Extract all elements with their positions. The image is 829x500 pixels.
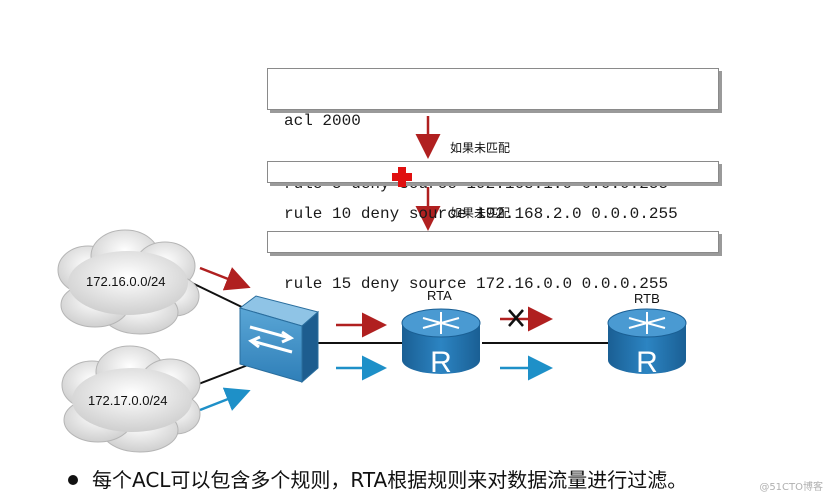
device-label-rtb: RTB [634, 291, 660, 306]
router-letter: R [636, 346, 658, 379]
link-cloud2-switch [195, 364, 249, 386]
acl-rule-block-2: rule 10 deny source 192.168.2.0 0.0.0.25… [267, 161, 719, 223]
acl-rule-10-line: rule 10 deny source 192.168.2.0 0.0.0.25… [284, 205, 678, 223]
acl-rule-block-3: rule 15 deny source 172.16.0.0 0.0.0.255 [267, 231, 719, 293]
acl-rule-block-1: acl 2000 rule 5 deny source 192.168.1.0 … [267, 68, 719, 193]
watermark: @51CTO博客 [759, 482, 823, 493]
router-icon [401, 308, 481, 374]
switch-icon [238, 295, 320, 384]
caption-text: 每个ACL可以包含多个规则，RTA根据规则来对数据流量进行过滤。 [92, 468, 688, 492]
cloud-icon [61, 345, 201, 453]
cloud-icon [57, 229, 200, 335]
router-icon [607, 308, 687, 374]
traffic-arrow-red-1 [199, 266, 251, 291]
flow-note-1: 如果未匹配 [450, 141, 511, 155]
acl-header-line: acl 2000 [284, 112, 361, 130]
network-label-top: 172.16.0.0/24 [86, 274, 166, 289]
blocked-cross-icon [508, 309, 524, 327]
router-letter: R [430, 346, 452, 379]
acl-rule-15-line: rule 15 deny source 172.16.0.0 0.0.0.255 [284, 275, 669, 293]
network-label-bottom: 172.17.0.0/24 [88, 393, 168, 408]
bullet-icon [68, 474, 78, 485]
caption: 每个ACL可以包含多个规则，RTA根据规则来对数据流量进行过滤。 [68, 464, 687, 493]
flow-note-2: 如果未匹配 [450, 206, 511, 220]
traffic-arrow-blue-1 [199, 387, 251, 412]
link-cloud1-switch [189, 281, 249, 311]
device-label-rta: RTA [427, 288, 452, 303]
